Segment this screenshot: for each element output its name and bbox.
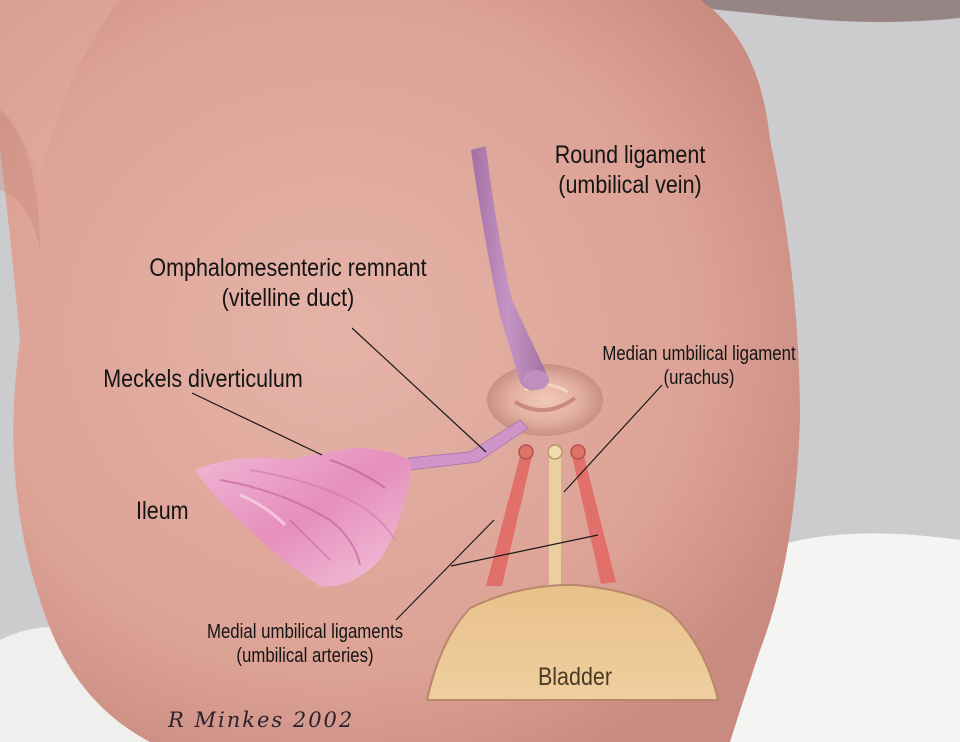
label-round-ligament: Round ligament (umbilical vein) — [518, 140, 742, 200]
label-omphalomesenteric-line2: (vitelline duct) — [142, 283, 434, 313]
label-omphalomesenteric: Omphalomesenteric remnant (vitelline duc… — [142, 253, 434, 313]
urachus — [549, 455, 561, 593]
label-round-ligament-line1: Round ligament — [518, 140, 742, 170]
label-median-umbilical-line2: (urachus) — [577, 366, 821, 390]
label-medial-umbilical-line1: Medial umbilical ligaments — [183, 620, 427, 644]
label-medial-umbilical-line2: (umbilical arteries) — [183, 644, 427, 668]
label-ileum: Ileum — [136, 496, 222, 526]
artist-signature: R Minkes 2002 — [168, 708, 354, 732]
label-omphalomesenteric-line1: Omphalomesenteric remnant — [142, 253, 434, 283]
label-meckels-text: Meckels diverticulum — [78, 364, 327, 394]
label-medial-umbilical: Medial umbilical ligaments (umbilical ar… — [183, 620, 427, 668]
label-ileum-text: Ileum — [136, 496, 222, 526]
label-median-umbilical-line1: Median umbilical ligament — [577, 342, 821, 366]
label-meckels: Meckels diverticulum — [78, 364, 327, 394]
label-round-ligament-line2: (umbilical vein) — [518, 170, 742, 200]
label-bladder: Bladder — [511, 662, 640, 692]
label-bladder-text: Bladder — [511, 662, 640, 692]
label-median-umbilical: Median umbilical ligament (urachus) — [577, 342, 821, 390]
